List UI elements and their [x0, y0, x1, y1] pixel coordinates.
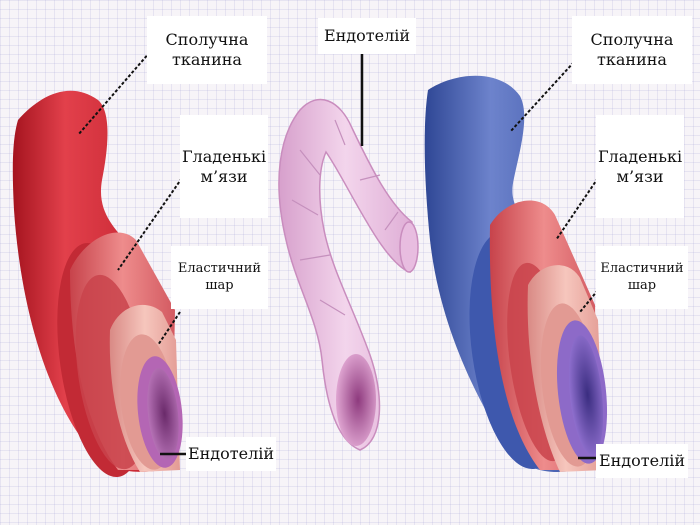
capillary-lumen [336, 354, 376, 446]
label-vein-connective: Сполучна тканина [572, 16, 692, 84]
label-vein-elastic: Еластичний шар [596, 246, 688, 309]
capillary-illustration [279, 100, 418, 450]
label-artery-smooth: Гладенькі м’язи [180, 115, 268, 218]
label-artery-elastic: Еластичний шар [171, 246, 268, 309]
label-artery-connective: Сполучна тканина [147, 16, 267, 84]
artery-illustration [13, 91, 188, 483]
capillary-top-opening [400, 222, 418, 272]
label-vein-endothelium: Ендотелій [596, 444, 688, 478]
label-vein-smooth: Гладенькі м’язи [596, 115, 684, 218]
label-capillary-endothelium: Ендотелій [318, 18, 416, 54]
leader-vein-smooth [556, 178, 598, 240]
vein-illustration [425, 76, 614, 475]
label-artery-endothelium: Ендотелій [186, 437, 276, 471]
